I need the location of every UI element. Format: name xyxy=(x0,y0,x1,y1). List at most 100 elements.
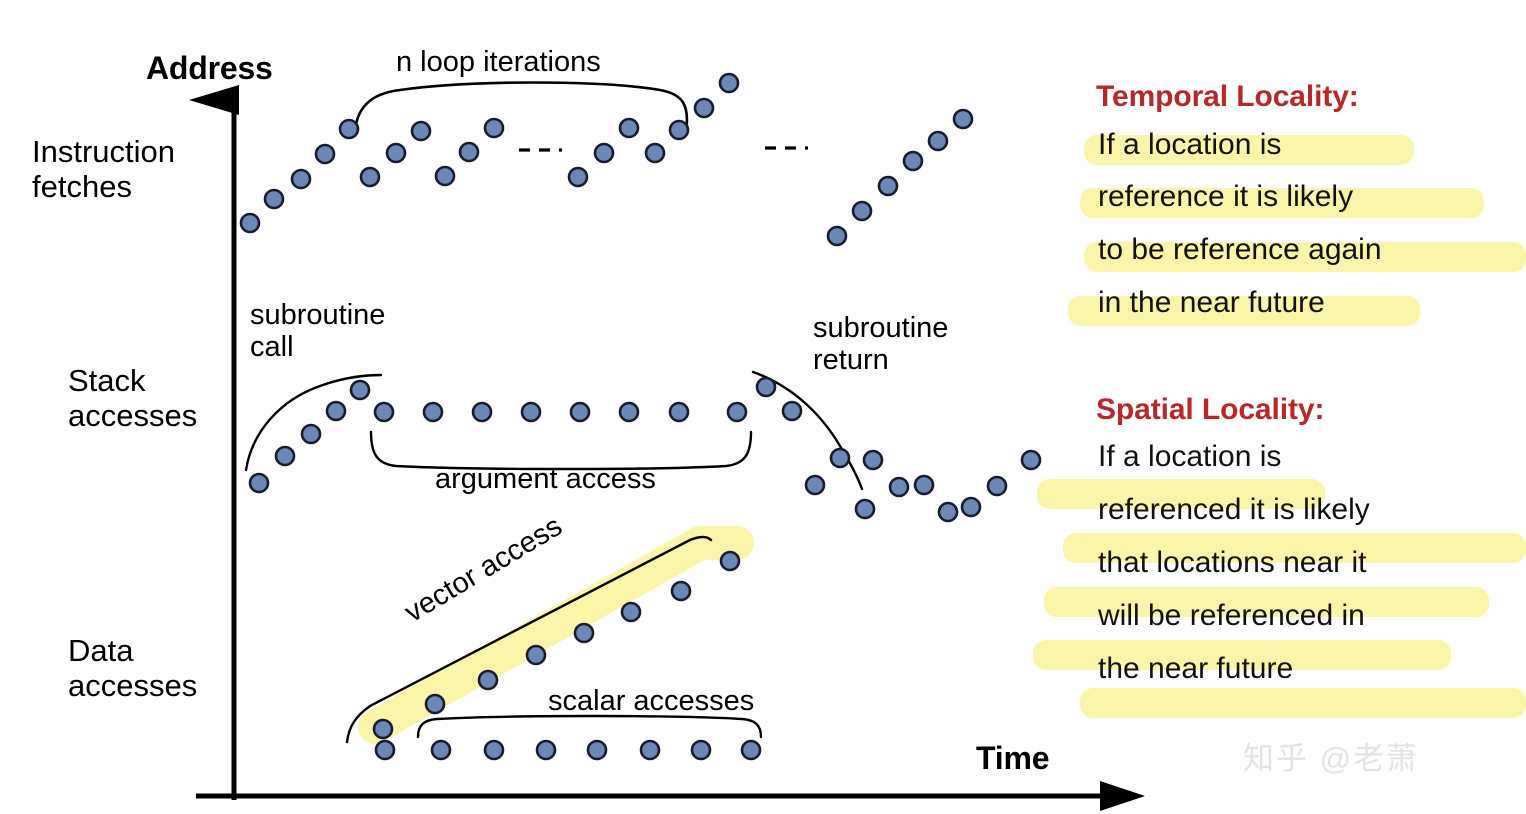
spatial-line-3: that locations near it xyxy=(1098,546,1367,579)
temporal-highlight-4 xyxy=(1068,296,1420,326)
data-point xyxy=(851,200,873,222)
spatial-line-2: referenced it is likely xyxy=(1098,493,1370,526)
data-point xyxy=(248,472,270,494)
data-point xyxy=(693,97,715,119)
data-point xyxy=(620,601,642,623)
data-point xyxy=(586,739,608,761)
data-point xyxy=(424,693,446,715)
data-point xyxy=(781,400,803,422)
data-point xyxy=(483,739,505,761)
data-point xyxy=(314,143,336,165)
temporal-highlight-3 xyxy=(1084,242,1526,272)
temporal-highlight-2 xyxy=(1080,188,1484,218)
data-point xyxy=(263,188,285,210)
spatial-locality-note: Spatial Locality: xyxy=(1096,393,1324,427)
temporal-line-2: reference it is likely xyxy=(1098,180,1354,213)
data-point xyxy=(986,475,1008,497)
data-point xyxy=(477,669,499,691)
data-point xyxy=(755,376,777,398)
data-point xyxy=(372,718,394,740)
annotation-vector-access: vector access xyxy=(399,510,568,629)
data-point xyxy=(668,401,690,423)
data-point xyxy=(829,447,851,469)
n-loop-iterations-brace xyxy=(353,81,689,134)
spatial-highlight-3 xyxy=(1044,587,1489,617)
data-point xyxy=(937,501,959,523)
data-point xyxy=(826,225,848,247)
data-point xyxy=(618,401,640,423)
data-point xyxy=(952,108,974,130)
series-0 xyxy=(239,72,974,247)
subroutine-return-curve xyxy=(751,370,864,491)
spatial-line-4: will be referenced in xyxy=(1098,599,1365,632)
data-point xyxy=(569,401,591,423)
data-point-layer xyxy=(239,72,1042,761)
data-point xyxy=(593,142,615,164)
annotation-subroutine-return: subroutine return xyxy=(813,312,949,376)
temporal-line-1: If a location is xyxy=(1098,128,1282,161)
x-axis-title: Time xyxy=(976,740,1050,776)
scalar-accesses-brace xyxy=(416,714,763,739)
data-point xyxy=(726,401,748,423)
data-point xyxy=(325,400,347,422)
data-point xyxy=(902,150,924,172)
y-axis-title: Address xyxy=(146,50,273,86)
data-point xyxy=(359,166,381,188)
spatial-highlight-4 xyxy=(1033,640,1451,670)
data-point xyxy=(877,175,899,197)
data-point xyxy=(718,72,740,94)
temporal-highlight-1 xyxy=(1084,135,1414,165)
data-point xyxy=(670,580,692,602)
temporal-line-3: to be reference again xyxy=(1098,233,1382,266)
data-point xyxy=(483,117,505,139)
data-point xyxy=(458,141,480,163)
temporal-locality-note: Temporal Locality: xyxy=(1096,80,1359,114)
data-point xyxy=(639,739,661,761)
data-point xyxy=(913,474,935,496)
spatial-locality-heading: Spatial Locality: xyxy=(1096,393,1325,426)
data-point xyxy=(373,401,395,423)
data-point xyxy=(430,739,452,761)
data-point xyxy=(338,118,360,140)
data-point xyxy=(862,449,884,471)
data-point xyxy=(239,212,261,234)
data-point xyxy=(290,168,312,190)
data-point xyxy=(535,739,557,761)
spatial-highlight-1 xyxy=(1037,479,1325,509)
data-point xyxy=(422,401,444,423)
data-point xyxy=(525,644,547,666)
series-3 xyxy=(374,739,762,761)
annotation-n-loop-iterations: n loop iterations xyxy=(396,46,601,78)
data-point xyxy=(927,130,949,152)
data-point xyxy=(434,165,456,187)
spatial-line-5: the near future xyxy=(1098,652,1294,685)
series-1 xyxy=(248,376,1042,523)
data-point xyxy=(960,496,982,518)
data-point xyxy=(385,142,407,164)
data-point xyxy=(274,445,296,467)
annotation-subroutine-call: subroutine call xyxy=(250,299,386,363)
data-point xyxy=(740,739,762,761)
data-point xyxy=(471,401,493,423)
zhihu-watermark: 知乎 @老萧 xyxy=(1243,741,1420,776)
data-point xyxy=(854,498,876,520)
data-point xyxy=(567,166,589,188)
data-point xyxy=(644,142,666,164)
data-point xyxy=(300,423,322,445)
row-label-stack-accesses: Stack accesses xyxy=(68,363,198,433)
data-point xyxy=(374,739,396,761)
data-point xyxy=(410,120,432,142)
annotation-argument-access: argument access xyxy=(435,463,656,495)
temporal-locality-heading: Temporal Locality: xyxy=(1096,80,1359,113)
annotation-scalar-accesses: scalar accesses xyxy=(548,685,755,717)
data-point xyxy=(618,117,640,139)
data-point xyxy=(520,401,542,423)
spatial-highlight-5 xyxy=(1080,688,1526,718)
data-point xyxy=(804,474,826,496)
data-point xyxy=(668,119,690,141)
data-point xyxy=(349,379,371,401)
row-label-data-accesses: Data accesses xyxy=(68,633,198,703)
data-point xyxy=(888,476,910,498)
row-label-instruction-fetches: Instruction fetches xyxy=(32,134,176,204)
